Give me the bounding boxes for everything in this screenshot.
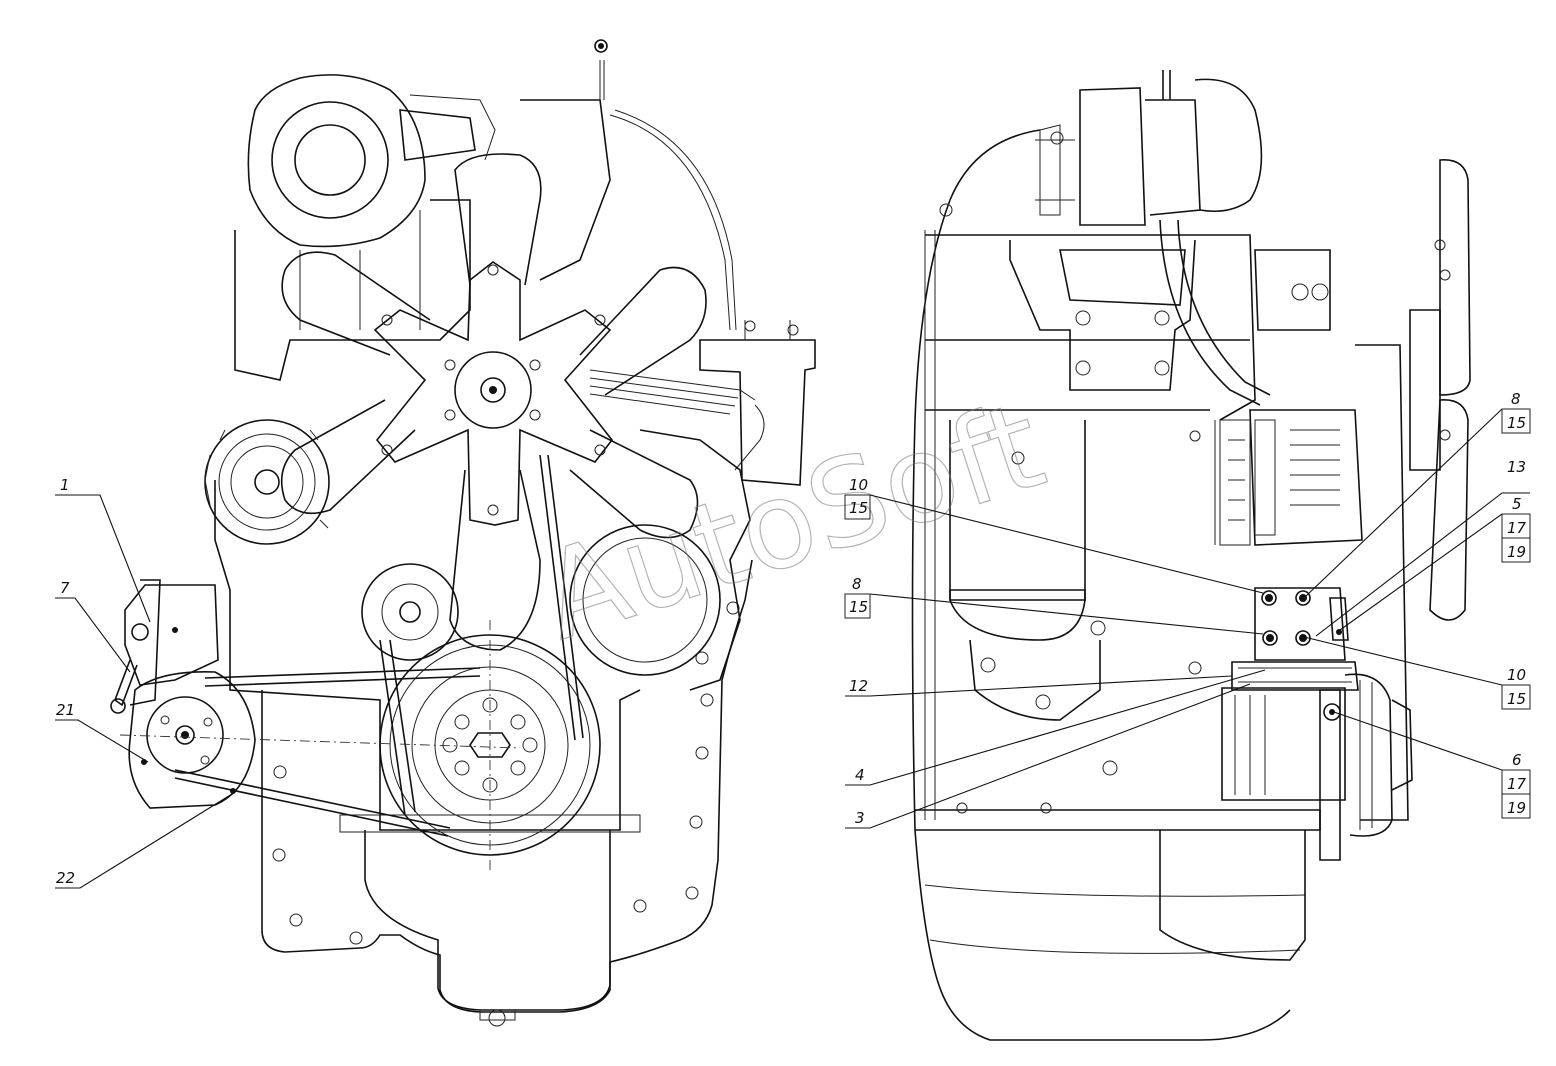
callout-10-left: 10 (849, 476, 868, 494)
callout-17-right-a: 17 (1507, 519, 1527, 537)
callout-13: 13 (1507, 458, 1526, 476)
callout-labels: 1 7 21 22 10 15 8 15 12 4 3 8 15 13 5 17… (56, 390, 1527, 887)
callout-19-right-b: 19 (1507, 799, 1526, 817)
callout-21: 21 (56, 701, 75, 719)
callout-6: 6 (1512, 751, 1522, 769)
callout-3: 3 (855, 809, 865, 827)
callout-8-right: 8 (1511, 390, 1521, 408)
callout-15-right-b: 15 (1507, 690, 1526, 708)
compressor-bracket (1231, 587, 1359, 691)
callout-4: 4 (855, 766, 865, 784)
callout-12: 12 (849, 677, 868, 695)
callout-15-left-b: 15 (849, 598, 868, 616)
ac-compressor-front (128, 671, 256, 809)
callout-1: 1 (60, 476, 70, 494)
callout-8-left: 8 (852, 575, 862, 593)
leader-lines (55, 408, 1531, 889)
callout-17-right-b: 17 (1507, 775, 1527, 793)
front-view (110, 39, 816, 1027)
callout-10-right: 10 (1507, 666, 1526, 684)
callout-7: 7 (60, 579, 70, 597)
ac-compressor-side (1221, 673, 1413, 837)
callout-5: 5 (1512, 495, 1522, 513)
cooling-fan (280, 153, 707, 651)
side-view (911, 70, 1471, 1041)
callout-15-left-a: 15 (849, 499, 868, 517)
callout-22: 22 (56, 869, 75, 887)
callout-15-right-a: 15 (1507, 414, 1526, 432)
callout-19-right-a: 19 (1507, 543, 1526, 561)
